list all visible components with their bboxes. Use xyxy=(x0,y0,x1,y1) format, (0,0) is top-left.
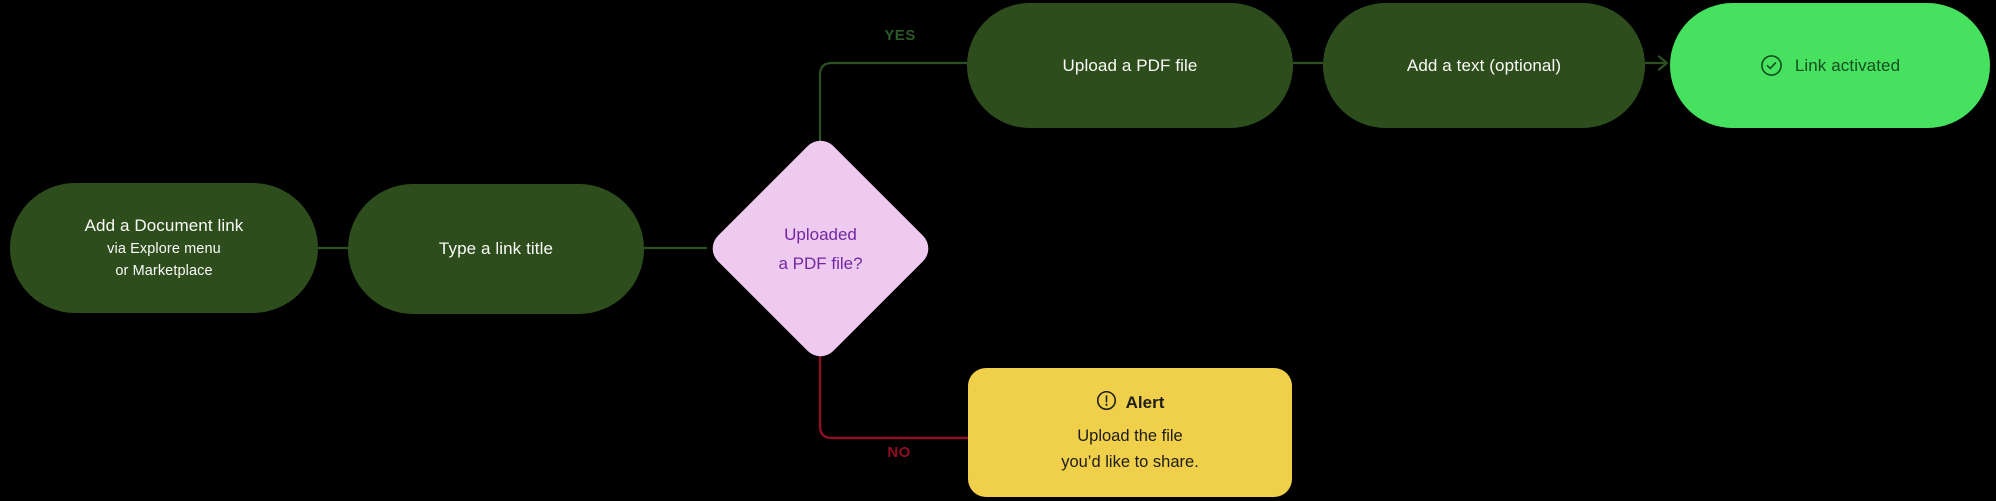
node-type-link-title: Type a link title xyxy=(348,184,644,314)
alert-body: Upload the file you’d like to share. xyxy=(1061,423,1199,475)
edge-label-no: NO xyxy=(887,444,911,461)
node-link-activated: Link activated xyxy=(1670,3,1990,128)
node-label: Link activated xyxy=(1794,55,1901,75)
alert-body-line1: Upload the file xyxy=(1077,427,1183,445)
node-title: Add a Document link xyxy=(84,216,244,235)
exclamation-circle-icon xyxy=(1096,390,1117,416)
node-decision-uploaded-pdf: Uploaded a PDF file? xyxy=(704,132,936,364)
node-label: Upload a PDF file xyxy=(1062,55,1198,75)
decision-line2: a PDF file? xyxy=(777,253,863,272)
node-subtitle: or Marketplace xyxy=(115,263,213,279)
node-label: Type a link title xyxy=(438,239,554,258)
alert-title: Alert xyxy=(1125,393,1165,412)
decision-line1: Uploaded xyxy=(783,224,857,243)
arrowhead-icon xyxy=(1657,55,1669,71)
node-subtitle: via Explore menu xyxy=(107,241,221,257)
check-circle-icon xyxy=(1760,54,1783,77)
node-label: Add a text (optional) xyxy=(1406,55,1562,75)
node-add-text-optional: Add a text (optional) xyxy=(1323,3,1645,128)
node-add-document-link: Add a Document link via Explore menu or … xyxy=(10,183,318,313)
alert-body-line2: you’d like to share. xyxy=(1061,453,1199,471)
edge-decision-yes xyxy=(818,61,967,248)
edge-decision-no xyxy=(818,250,968,440)
node-upload-pdf-file: Upload a PDF file xyxy=(967,3,1293,128)
decision-label: Uploaded a PDF file? xyxy=(739,167,902,330)
node-alert: Alert Upload the file you’d like to shar… xyxy=(968,368,1292,497)
alert-heading: Alert xyxy=(1096,390,1165,416)
edge-label-yes: YES xyxy=(884,27,916,44)
